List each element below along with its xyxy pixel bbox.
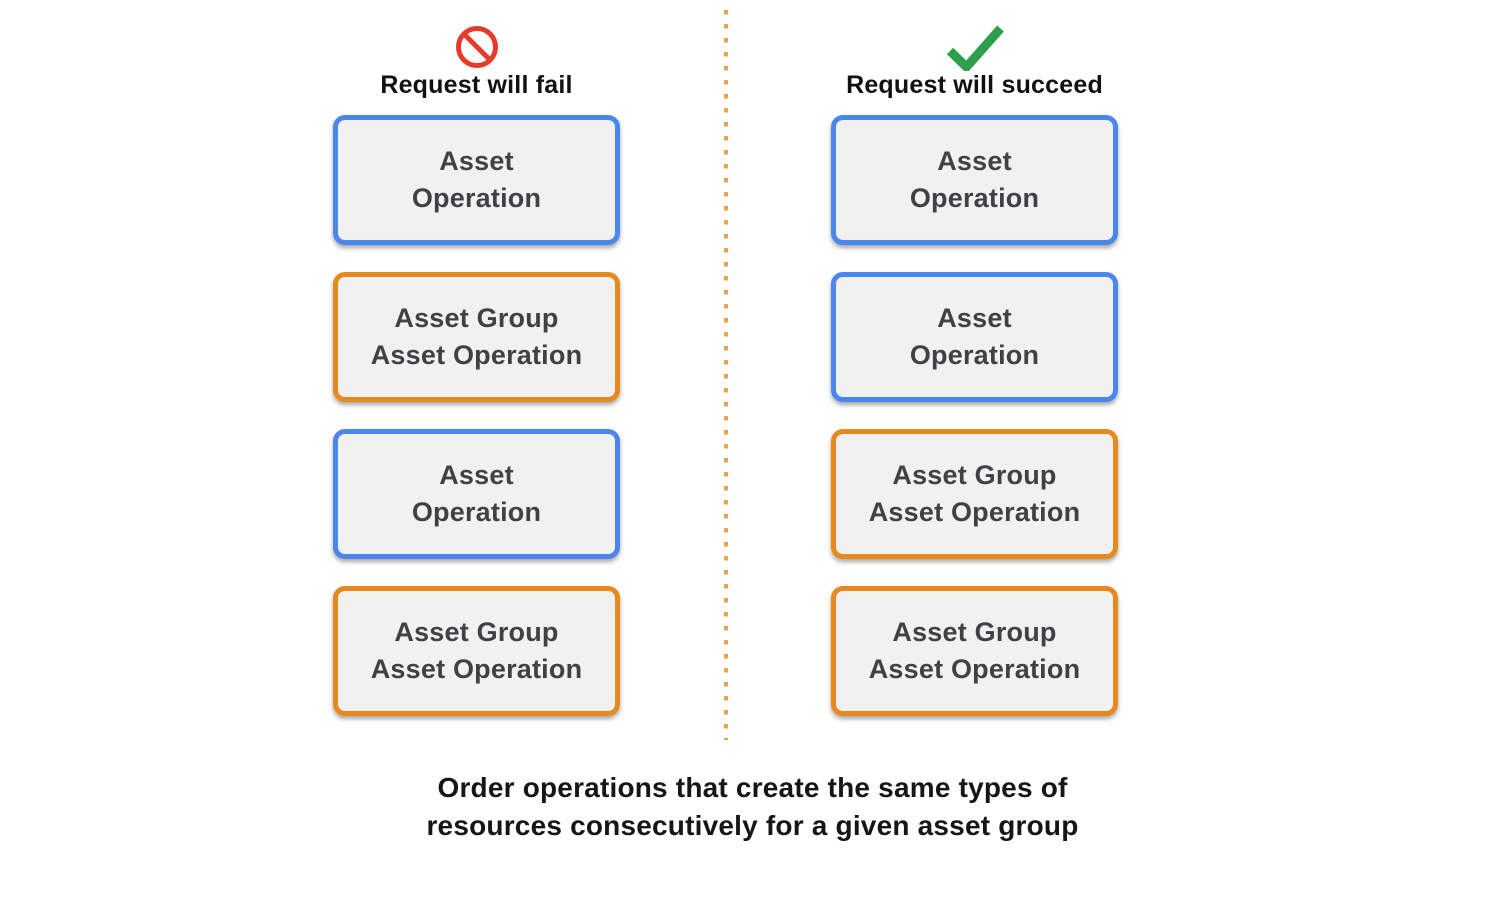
- operation-box-label: Asset Group Asset Operation: [868, 617, 1081, 684]
- operation-box: Asset Operation: [333, 429, 620, 559]
- checkmark-icon: [946, 25, 1004, 71]
- caption: Order operations that create the same ty…: [426, 772, 1079, 841]
- fail-header-label: Request will fail: [380, 71, 573, 99]
- operation-box: Asset Operation: [333, 115, 620, 245]
- column-divider: [724, 10, 728, 740]
- operation-box: Asset Group Asset Operation: [831, 586, 1118, 716]
- operation-box-label: Asset Group Asset Operation: [370, 617, 583, 684]
- fail-icon-wrap: [455, 24, 499, 70]
- operation-box-label: Asset Group Asset Operation: [868, 460, 1081, 527]
- operation-box: Asset Group Asset Operation: [333, 586, 620, 716]
- operation-box-label: Asset Operation: [909, 303, 1040, 370]
- fail-column: Request will fail Asset Operation Asset …: [333, 24, 620, 716]
- prohibition-icon: [455, 26, 498, 68]
- operation-box-label: Asset Operation: [411, 146, 542, 213]
- succeed-column: Request will succeed Asset Operation Ass…: [831, 24, 1118, 716]
- operation-box-label: Asset Group Asset Operation: [370, 303, 583, 370]
- operation-box: Asset Group Asset Operation: [333, 272, 620, 402]
- succeed-header-label: Request will succeed: [846, 71, 1103, 99]
- operation-box: Asset Operation: [831, 272, 1118, 402]
- succeed-icon-wrap: [945, 24, 1005, 71]
- operation-box: Asset Operation: [831, 115, 1118, 245]
- operation-box-label: Asset Operation: [909, 146, 1040, 213]
- operation-box-label: Asset Operation: [411, 460, 542, 527]
- operation-box: Asset Group Asset Operation: [831, 429, 1118, 559]
